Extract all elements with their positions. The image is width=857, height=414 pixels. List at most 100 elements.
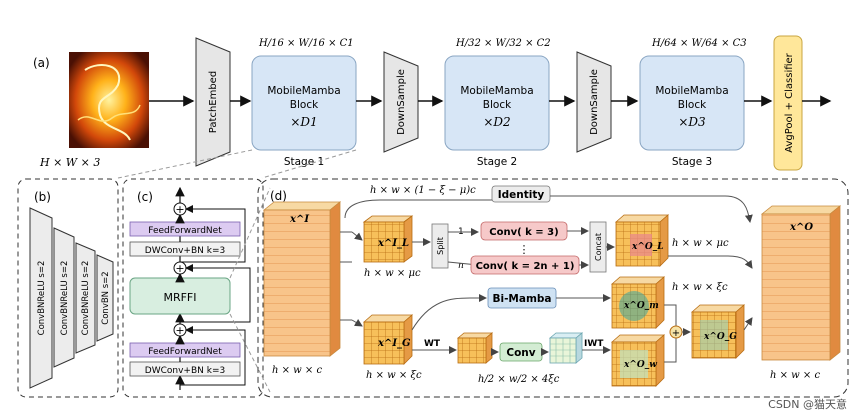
stage-3-block: H/64 × W/64 × C3 MobileMamba Block ×D3 S… xyxy=(639,38,747,168)
svg-text:x^O_m: x^O_m xyxy=(623,301,659,311)
svg-text:h × w × c: h × w × c xyxy=(770,370,820,381)
svg-text:MRFFI: MRFFI xyxy=(163,291,196,304)
stem-layer-4: ConvBN s=2 xyxy=(96,254,114,342)
stem-layer-1: ConvBNReLU s=2 xyxy=(29,207,53,389)
svg-text:Conv: Conv xyxy=(506,347,535,359)
svg-text:x^O: x^O xyxy=(789,222,813,233)
svg-text:MobileMamba: MobileMamba xyxy=(460,85,533,97)
svg-text:x^O_L: x^O_L xyxy=(631,242,664,252)
wavelet-output-cube: x^O_w xyxy=(610,334,666,387)
svg-text:+: + xyxy=(175,324,184,337)
add-node-1: + xyxy=(173,202,187,216)
svg-text:+: + xyxy=(175,203,184,216)
svg-text:x^I: x^I xyxy=(289,214,309,225)
watermark: CSDN @猫天意 xyxy=(768,398,847,411)
ffn-bottom: FeedForwardNet xyxy=(129,342,241,358)
svg-text:H/64 × W/64 × C3: H/64 × W/64 × C3 xyxy=(651,38,747,49)
split-index-n: n xyxy=(458,261,464,271)
svg-text:MobileMamba: MobileMamba xyxy=(267,85,340,97)
identity-block: Identity xyxy=(491,185,551,203)
svg-text:×D3: ×D3 xyxy=(678,115,706,129)
svg-text:h × w × c: h × w × c xyxy=(272,365,322,376)
svg-text:ConvBN s=2: ConvBN s=2 xyxy=(101,271,111,324)
svg-text:x^I_G: x^I_G xyxy=(377,338,411,349)
input-tensor-cube: x^I h × w × c xyxy=(262,201,342,376)
mamba-output-cube: x^O_m xyxy=(610,276,666,329)
svg-text:+: + xyxy=(672,328,680,339)
conv-mid-output-cube xyxy=(548,332,584,364)
output-tensor-cube: x^O h × w × c xyxy=(760,205,842,381)
svg-text:x^O_G: x^O_G xyxy=(703,332,737,342)
conv-k3-block: Conv( k = 3) xyxy=(480,221,568,241)
downsample-2: DownSample xyxy=(576,51,612,153)
svg-text:DWConv+BN k=3: DWConv+BN k=3 xyxy=(145,246,225,256)
svg-text:Split: Split xyxy=(436,237,445,255)
svg-text:ConvBNReLU s=2: ConvBNReLU s=2 xyxy=(81,261,91,336)
panel-d-label: (d) xyxy=(270,189,287,203)
identity-dims: h × w × (1 − ξ − μ)c xyxy=(370,185,476,196)
svg-text:Block: Block xyxy=(678,99,707,111)
ffn-top: FeedForwardNet xyxy=(129,221,241,237)
svg-text:Conv( k = 3): Conv( k = 3) xyxy=(489,227,558,238)
local-input-cube: x^I_L h × w × μc xyxy=(362,215,421,279)
local-output-cube: x^O_L xyxy=(614,214,670,267)
svg-text:Concat: Concat xyxy=(594,233,603,261)
svg-text:DownSample: DownSample xyxy=(589,69,600,135)
avgpool-classifier: AvgPool + Classifier xyxy=(773,35,803,171)
dwconv-top: DWConv+BN k=3 xyxy=(129,241,241,257)
svg-text:DownSample: DownSample xyxy=(396,69,407,135)
wt-dims: h/2 × w/2 × 4ξc xyxy=(478,374,560,385)
svg-text:Stage 1: Stage 1 xyxy=(284,156,324,168)
mrffi-block: MRFFI xyxy=(129,277,231,315)
svg-text:h × w × μc: h × w × μc xyxy=(364,268,421,279)
svg-text:DWConv+BN k=3: DWConv+BN k=3 xyxy=(145,366,225,376)
global-output-dims: h × w × ξc xyxy=(672,282,728,293)
svg-text:H/16 × W/16 × C1: H/16 × W/16 × C1 xyxy=(258,38,354,49)
stage-1-block: H/16 × W/16 × C1 MobileMamba Block ×D1 S… xyxy=(251,38,357,168)
svg-text:Bi-Mamba: Bi-Mamba xyxy=(492,293,551,305)
svg-text:x^O_w: x^O_w xyxy=(623,360,657,370)
svg-text:PatchEmbed: PatchEmbed xyxy=(208,71,219,133)
svg-text:ConvBNReLU s=2: ConvBNReLU s=2 xyxy=(60,261,70,336)
wt-cube xyxy=(456,332,494,364)
panel-c-label: (c) xyxy=(137,190,153,204)
panel-b-frame xyxy=(17,178,119,398)
stem-layer-2: ConvBNReLU s=2 xyxy=(53,227,75,368)
svg-text:+: + xyxy=(175,262,184,275)
iwt-label: IWT xyxy=(584,339,604,349)
panel-d-frame xyxy=(257,178,849,398)
svg-text:FeedForwardNet: FeedForwardNet xyxy=(148,347,222,357)
panel-a-label: (a) xyxy=(33,56,50,70)
add-node-3: + xyxy=(173,323,187,337)
conv-ellipsis: ⋮ xyxy=(519,243,530,256)
svg-text:×D1: ×D1 xyxy=(290,115,317,129)
local-output-dims: h × w × μc xyxy=(672,238,729,249)
svg-text:×D2: ×D2 xyxy=(483,115,510,129)
global-input-cube: x^I_G h × w × ξc xyxy=(362,314,422,381)
svg-text:Conv( k = 2n + 1): Conv( k = 2n + 1) xyxy=(476,261,575,272)
split-block: Split xyxy=(431,223,449,269)
svg-text:H/32 × W/32 × C2: H/32 × W/32 × C2 xyxy=(455,38,551,49)
add-node-2: + xyxy=(173,261,187,275)
stage-2-block: H/32 × W/32 × C2 MobileMamba Block ×D2 S… xyxy=(444,38,551,168)
svg-text:Identity: Identity xyxy=(498,189,545,201)
svg-text:FeedForwardNet: FeedForwardNet xyxy=(148,226,222,236)
patch-embed: PatchEmbed xyxy=(195,37,231,167)
panel-c-frame xyxy=(122,178,264,398)
conv-k2n1-block: Conv( k = 2n + 1) xyxy=(470,255,580,275)
svg-text:ConvBNReLU s=2: ConvBNReLU s=2 xyxy=(37,261,47,336)
dwconv-bottom: DWConv+BN k=3 xyxy=(129,361,241,377)
svg-text:Block: Block xyxy=(483,99,512,111)
downsample-1: DownSample xyxy=(383,51,419,153)
wt-label: WT xyxy=(424,339,441,349)
svg-text:x^I_L: x^I_L xyxy=(377,238,409,249)
input-image xyxy=(69,52,149,148)
svg-text:h × w × ξc: h × w × ξc xyxy=(366,370,422,381)
svg-text:Stage 2: Stage 2 xyxy=(477,156,517,168)
conv-mid-block: Conv xyxy=(499,342,543,362)
svg-text:Block: Block xyxy=(290,99,319,111)
panel-b-label: (b) xyxy=(34,190,51,204)
concat-block: Concat xyxy=(589,221,607,273)
